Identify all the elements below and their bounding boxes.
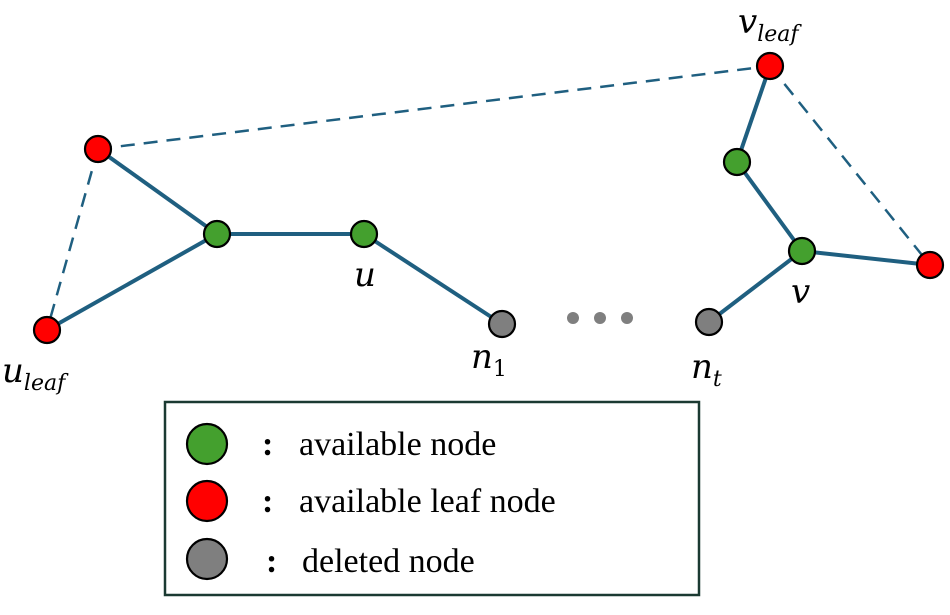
edge-uleaf-to-hub bbox=[46, 232, 218, 332]
available-node-mid bbox=[722, 147, 752, 177]
edge-v-to-right-leaf bbox=[801, 249, 931, 267]
label-n1-sub: 1 bbox=[493, 357, 507, 382]
label-n1-main: n bbox=[471, 337, 493, 377]
deleted-node-n1 bbox=[487, 309, 517, 339]
available-node-v bbox=[787, 236, 817, 266]
edge-v-to-mid bbox=[735, 160, 804, 253]
edge-nt-to-v bbox=[707, 249, 804, 324]
legend-available-swatch bbox=[185, 422, 229, 466]
label-nt-sub: t bbox=[713, 367, 722, 392]
dashed-edge-vleaf-to-right-leaf bbox=[769, 65, 931, 266]
edge-u-to-n1 bbox=[362, 232, 504, 326]
label-v-leaf-main: v bbox=[738, 2, 757, 42]
legend-deleted-swatch bbox=[185, 537, 229, 581]
edge-leaf-to-hub bbox=[96, 147, 219, 236]
label-nt: nt bbox=[691, 347, 722, 392]
label-v: v bbox=[791, 272, 810, 312]
legend-leaf-swatch bbox=[185, 479, 229, 523]
label-u-leaf-main: u bbox=[2, 351, 24, 391]
legend-box bbox=[163, 400, 701, 597]
label-u: u bbox=[354, 255, 376, 295]
legend: : available node : available leaf node :… bbox=[163, 400, 701, 597]
ellipsis-dot bbox=[567, 312, 579, 324]
legend-colon: : bbox=[262, 426, 273, 463]
legend-colon: : bbox=[266, 543, 277, 580]
label-u-leaf-sub: leaf bbox=[24, 371, 69, 396]
leaf-node-u-leaf bbox=[32, 315, 62, 345]
label-n1: n1 bbox=[471, 337, 507, 382]
label-u-leaf: uleaf bbox=[2, 351, 69, 396]
label-v-leaf-sub: leaf bbox=[757, 22, 802, 47]
legend-leaf-label: available leaf node bbox=[299, 483, 556, 520]
label-v-leaf: vleaf bbox=[738, 2, 802, 47]
dashed-edge-leaf-to-uleaf bbox=[45, 148, 100, 331]
available-node-u bbox=[349, 219, 379, 249]
leaf-node-top-left bbox=[83, 134, 113, 164]
deleted-node-nt bbox=[694, 307, 724, 337]
legend-available-label: available node bbox=[299, 426, 496, 463]
leaf-node-v-leaf bbox=[755, 51, 785, 81]
legend-colon: : bbox=[262, 483, 273, 520]
dashed-edge-leaf-to-vleaf bbox=[97, 64, 771, 151]
edge-mid-to-vleaf bbox=[735, 65, 772, 163]
ellipsis-dot bbox=[594, 312, 606, 324]
leaf-node-right bbox=[915, 250, 945, 280]
available-node-hub bbox=[202, 219, 232, 249]
ellipsis-dot bbox=[621, 312, 633, 324]
legend-deleted-label: deleted node bbox=[302, 543, 475, 580]
label-nt-main: n bbox=[691, 347, 713, 387]
